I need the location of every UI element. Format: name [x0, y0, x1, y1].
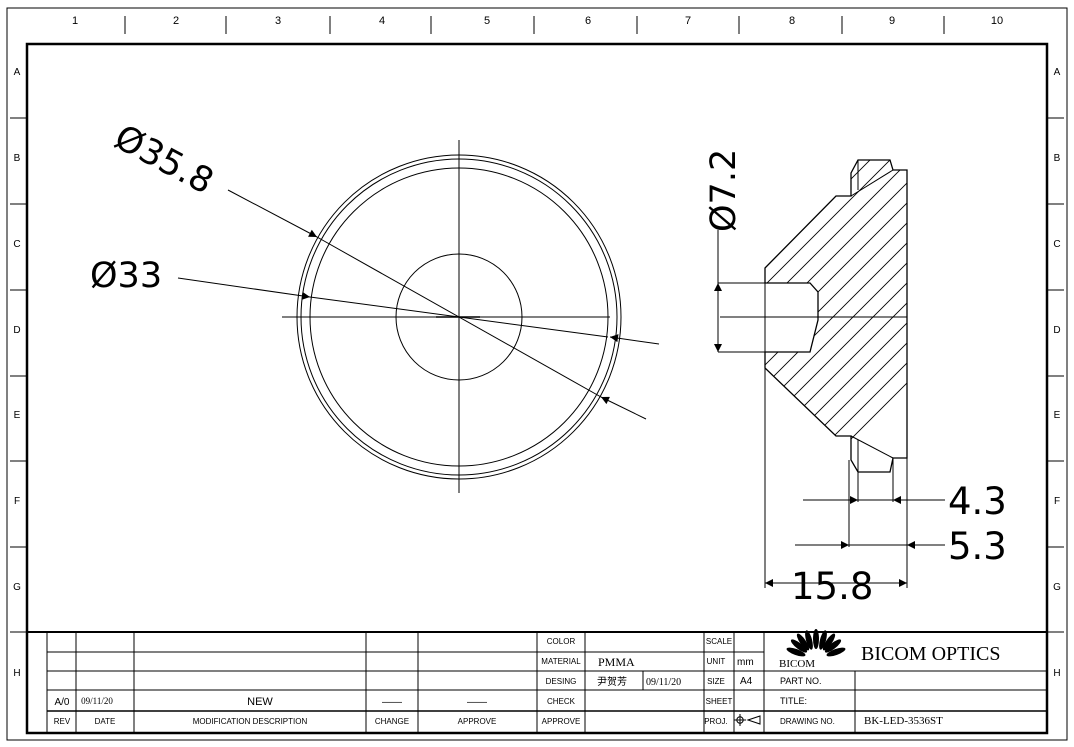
- column-label: 2: [173, 15, 179, 27]
- row-label: C: [1053, 239, 1060, 250]
- row-label: G: [13, 582, 21, 593]
- outer-diameter-tail: [600, 396, 647, 420]
- approve-header: APPROVE: [458, 717, 497, 726]
- material-value: PMMA: [598, 655, 635, 669]
- row-ticks: [10, 117, 1064, 633]
- column-ticks: [124, 16, 945, 34]
- logo-text: BICOM: [779, 658, 815, 670]
- unit-label: UNIT: [707, 657, 726, 666]
- row-label: G: [1053, 582, 1061, 593]
- approve-label: APPROVE: [542, 717, 581, 726]
- date-header: DATE: [95, 717, 116, 726]
- bicom-logo-icon: [786, 629, 846, 657]
- check-label: CHECK: [547, 697, 576, 706]
- row-label: D: [13, 325, 20, 336]
- drawing-no-label: DRAWING NO.: [780, 717, 835, 726]
- projection-symbol-icon: [734, 714, 761, 726]
- row-label: A: [14, 67, 21, 78]
- inner-diameter-tail: [609, 334, 660, 345]
- desing-label: DESING: [546, 677, 577, 686]
- row-label: E: [1054, 410, 1061, 421]
- row-label: B: [1054, 153, 1061, 164]
- row-label: D: [1053, 325, 1060, 336]
- change-header: CHANGE: [375, 717, 409, 726]
- hole-diameter-label: Ø7.2: [704, 149, 744, 232]
- row-label: C: [13, 239, 20, 250]
- row-label: H: [13, 668, 20, 679]
- rev-value: A/0: [54, 697, 69, 708]
- designer-value: 尹贺芳: [597, 675, 627, 688]
- color-label: COLOR: [547, 637, 576, 646]
- row-label: E: [14, 410, 21, 421]
- company-name: BICOM OPTICS: [861, 643, 1000, 665]
- title-label: TITLE:: [780, 696, 807, 706]
- approve-value: ——: [467, 697, 487, 708]
- design-date-value: 09/11/20: [646, 677, 681, 688]
- column-label: 8: [789, 15, 795, 27]
- row-label: F: [1054, 496, 1060, 507]
- size-value: A4: [740, 676, 753, 687]
- row-label: H: [1053, 668, 1060, 679]
- change-value: ——: [382, 697, 402, 708]
- inner-diameter-label: Ø33: [90, 256, 162, 296]
- column-label: 7: [685, 15, 691, 27]
- description-header: MODIFICATION DESCRIPTION: [193, 717, 308, 726]
- width-4-3-label: 4.3: [948, 480, 1007, 523]
- outer-frame: [6, 7, 1068, 741]
- scale-label: SCALE: [706, 637, 732, 646]
- column-label: 4: [379, 15, 385, 27]
- inner-diameter-line: [309, 296, 609, 338]
- drawing-no-value: BK-LED-3536ST: [864, 715, 943, 727]
- sheet-label: SHEET: [706, 697, 733, 706]
- rev-header: REV: [54, 717, 71, 726]
- date-value: 09/11/20: [81, 696, 113, 706]
- row-label: A: [1054, 67, 1061, 78]
- column-label: 3: [275, 15, 281, 27]
- description-value: NEW: [247, 696, 273, 708]
- front-view: [177, 140, 660, 493]
- outer-diameter-leader: [227, 189, 318, 238]
- column-label: 10: [991, 15, 1003, 27]
- size-label: SIZE: [707, 677, 725, 686]
- title-block: [27, 631, 1047, 733]
- height-total-label: 15.8: [791, 565, 873, 608]
- width-5-3-label: 5.3: [948, 525, 1007, 568]
- row-label: B: [14, 153, 21, 164]
- material-label: MATERIAL: [541, 657, 581, 666]
- row-label: F: [14, 496, 20, 507]
- column-label: 5: [484, 15, 490, 27]
- section-view: Ø7.2 4.3 5.3 15.8: [704, 149, 1007, 608]
- section-outline: [764, 159, 908, 473]
- inner-diameter-leader: [177, 277, 311, 300]
- column-label: 9: [889, 15, 895, 27]
- unit-value: mm: [737, 657, 754, 668]
- part-no-label: PART NO.: [780, 676, 822, 686]
- outer-diameter-label: Ø35.8: [108, 118, 220, 203]
- column-label: 1: [72, 15, 78, 27]
- column-label: 6: [585, 15, 591, 27]
- proj-label: PROJ.: [704, 717, 728, 726]
